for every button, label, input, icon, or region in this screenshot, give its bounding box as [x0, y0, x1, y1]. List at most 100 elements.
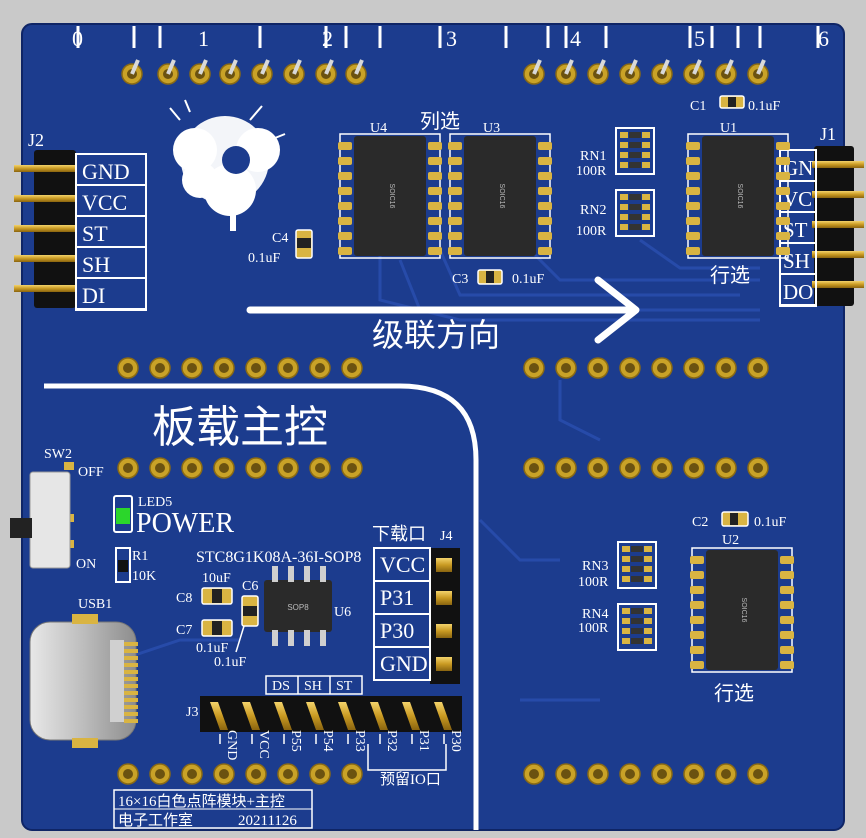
through-hole-pad: [245, 457, 267, 479]
j3-pin-label: P55: [288, 730, 303, 752]
through-hole-pad: [619, 763, 641, 785]
svg-text:0.1uF: 0.1uF: [214, 655, 247, 670]
through-hole-pad: [587, 763, 609, 785]
through-hole-pad: [283, 59, 305, 85]
through-hole-pad: [651, 357, 673, 379]
through-hole-pad: [219, 59, 241, 85]
through-hole-pad: [181, 763, 203, 785]
svg-text:20211126: 20211126: [238, 813, 297, 829]
through-hole-pad: [213, 357, 235, 379]
through-hole-pad: [651, 763, 673, 785]
svg-text:10K: 10K: [132, 569, 156, 584]
footer-label: 16×16白色点阵模块+主控 电子工作室 20211126: [113, 789, 313, 829]
through-hole-pad: [747, 357, 769, 379]
through-hole-pad: [619, 59, 641, 85]
through-hole-pad: [157, 59, 179, 85]
cascade-text: 级联方向: [372, 317, 500, 353]
svg-text:16×16白色点阵模块+主控: 16×16白色点阵模块+主控: [118, 793, 285, 810]
through-hole-pad: [341, 457, 363, 479]
through-hole-pad: [117, 357, 139, 379]
resistor-network: [617, 603, 657, 651]
through-hole-pad: [277, 357, 299, 379]
j3-top-label: ST: [336, 679, 353, 694]
svg-text:USB1: USB1: [78, 597, 112, 612]
through-hole-pad: [651, 59, 673, 85]
resistor-network: [615, 127, 655, 175]
ic-u3: U3 SOIC16: [448, 121, 552, 259]
cap-c4: [295, 229, 313, 259]
col-4: 4: [570, 26, 581, 51]
through-hole-pad: [117, 763, 139, 785]
cap-c1: [719, 95, 745, 109]
led5: LED5 POWER: [113, 495, 234, 539]
row-select-label-2: 行选: [714, 682, 754, 705]
through-hole-pad: [587, 357, 609, 379]
svg-text:电子工作室: 电子工作室: [118, 812, 193, 829]
j4-pin-label: VCC: [380, 552, 425, 577]
through-hole-pad: [715, 457, 737, 479]
svg-text:0.1uF: 0.1uF: [196, 641, 229, 656]
j4-pin-label: P31: [380, 585, 414, 610]
through-hole-pad: [747, 457, 769, 479]
through-hole-pad: [277, 457, 299, 479]
svg-text:0.1uF: 0.1uF: [748, 99, 781, 114]
svg-text:SOP8: SOP8: [287, 603, 309, 612]
j3-pin-label: P31: [416, 730, 431, 752]
through-hole-pad: [555, 357, 577, 379]
j3-pin-label: P30: [448, 730, 463, 752]
svg-text:SOIC16: SOIC16: [740, 598, 747, 623]
col-select-label: 列选: [420, 110, 460, 133]
svg-text:U3: U3: [483, 121, 500, 136]
through-hole-pad: [121, 59, 143, 85]
svg-text:0.1uF: 0.1uF: [248, 251, 281, 266]
matrix-pad-rows: [117, 59, 769, 785]
svg-text:C4: C4: [272, 231, 288, 246]
through-hole-pad: [245, 357, 267, 379]
through-hole-pad: [747, 763, 769, 785]
through-hole-pad: [149, 357, 171, 379]
svg-text:100R: 100R: [578, 575, 609, 590]
cascade-direction: 级联方向: [246, 276, 640, 353]
through-hole-pad: [315, 59, 337, 85]
svg-text:下载口: 下载口: [372, 524, 426, 544]
resistor-networks: [615, 127, 657, 651]
through-hole-pad: [309, 357, 331, 379]
j4-pin-label: P30: [380, 618, 414, 643]
col-1: 1: [198, 26, 209, 51]
soic16-package: SOIC16: [448, 133, 552, 259]
through-hole-pad: [245, 763, 267, 785]
through-hole-pad: [555, 59, 577, 85]
j1-ref: J1: [820, 124, 836, 144]
through-hole-pad: [619, 457, 641, 479]
ic-u2: U2 SOIC16: [690, 533, 794, 673]
cap-c8: [201, 587, 233, 605]
capacitors: C1 0.1uF C3 0.1uF C4 0.1uF C2 0.1uF C8 1…: [176, 95, 787, 670]
j4-pin-label: GND: [380, 651, 428, 676]
col-6: 6: [818, 26, 829, 51]
resistor-network: [617, 541, 657, 589]
svg-text:100R: 100R: [576, 164, 607, 179]
cap-c3: [477, 269, 503, 285]
through-hole-pad: [309, 457, 331, 479]
j3-pin-label: P32: [384, 730, 399, 752]
through-hole-pad: [213, 763, 235, 785]
through-hole-pad: [683, 357, 705, 379]
rn-labels: RN1 100R RN2 100R RN3 100R RN4 100R: [576, 149, 609, 636]
j3-pin-label: GND: [224, 730, 239, 760]
through-hole-pad: [181, 357, 203, 379]
col-5: 5: [694, 26, 705, 51]
svg-text:SOIC16: SOIC16: [736, 184, 743, 209]
through-hole-pad: [747, 59, 769, 85]
svg-text:C8: C8: [176, 591, 192, 606]
svg-text:RN3: RN3: [582, 559, 608, 574]
through-hole-pad: [523, 357, 545, 379]
through-hole-pad: [715, 59, 737, 85]
j2-pin-label: ST: [82, 221, 108, 246]
through-hole-pad: [251, 59, 273, 85]
svg-text:LED5: LED5: [138, 495, 172, 510]
ic-u1: U1 SOIC16: [686, 121, 790, 259]
cap-c6: [241, 595, 259, 627]
